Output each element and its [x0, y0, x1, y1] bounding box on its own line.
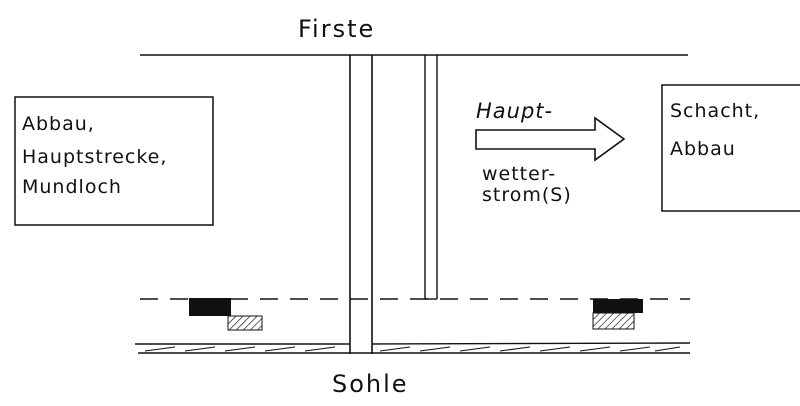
arrow-label-line-2: wetter-	[482, 163, 556, 185]
arrow-label-top: Haupt-	[476, 99, 553, 123]
secondary-shaft	[424, 55, 438, 300]
right-black-block	[593, 299, 643, 313]
arrow-label-line-3: strom(S)	[482, 184, 572, 206]
roof-label: Firste	[298, 15, 375, 43]
right-box-line-2: Abbau	[670, 138, 736, 160]
left-box-line-1: Abbau,	[22, 113, 95, 135]
left-box-line-3: Mundloch	[22, 176, 122, 198]
right-box-line-1: Schacht,	[670, 100, 760, 122]
right-box: Schacht, Abbau	[661, 84, 800, 212]
left-hatched-block	[227, 315, 263, 331]
floor-layer	[135, 342, 691, 354]
floor-label: Sohle	[332, 370, 409, 398]
left-box-line-2: Hauptstrecke,	[22, 146, 167, 168]
airflow-arrow: Haupt- wetter- strom(S)	[475, 99, 626, 206]
left-black-block	[189, 298, 231, 316]
left-box: Abbau, Hauptstrecke, Mundloch	[14, 96, 214, 226]
arrow-right-icon	[475, 116, 626, 162]
right-hatched-block	[592, 312, 635, 330]
main-shaft	[349, 55, 373, 354]
